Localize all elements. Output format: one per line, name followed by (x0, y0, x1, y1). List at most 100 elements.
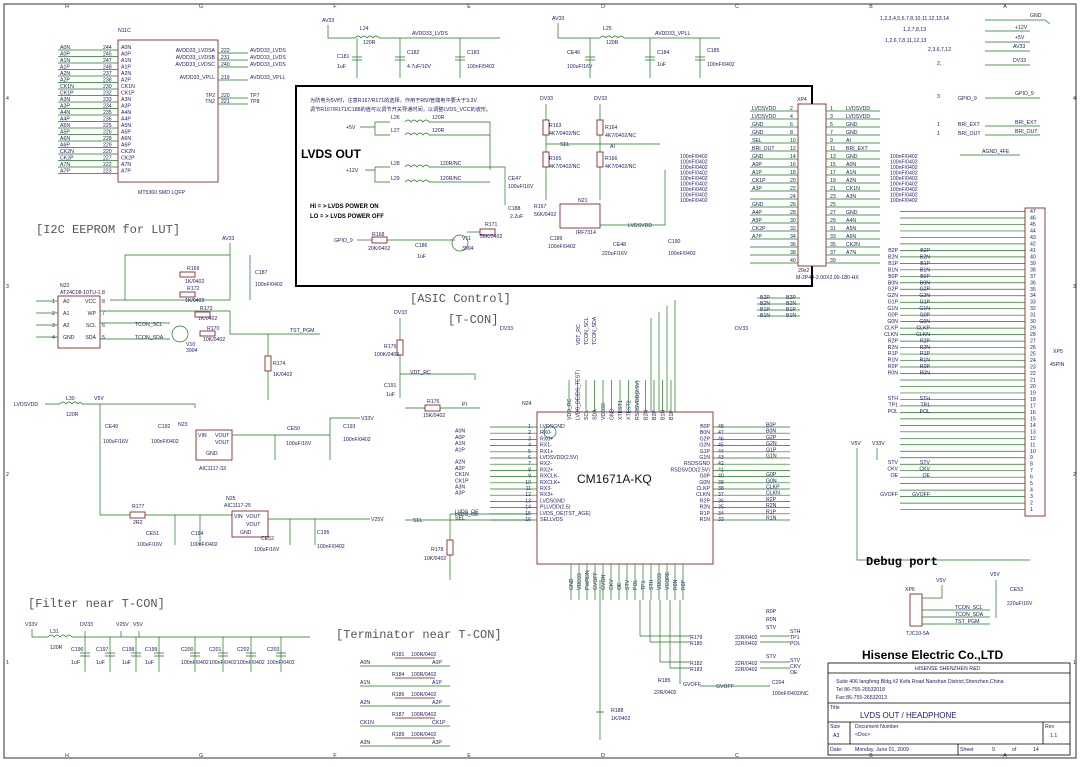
c182-val: 4.7uF/10V (407, 64, 431, 70)
n24-pin-left: RX1- (540, 443, 552, 449)
n24-pin-bottom: OE (617, 582, 623, 590)
xp5-net-left: POL (888, 409, 898, 415)
border-letter-top: H (65, 4, 69, 10)
xp5-net-mid: G1N (919, 306, 930, 312)
n23-vin: VIN (198, 433, 207, 439)
n25-gnd: GND (240, 530, 252, 536)
n22-body (57, 295, 101, 349)
n11c-pin-number: 234 (103, 104, 112, 110)
n11c-pin-a4n: A4N (121, 110, 131, 116)
xp4-net-left: A4P (752, 210, 762, 216)
xp4-net-left: A0P (752, 162, 762, 168)
xp5-net-left: B2N (888, 254, 898, 260)
l30-ref: L30 (66, 396, 75, 402)
lvds-power-on: HI = > LVDS POWER ON (310, 204, 379, 210)
xp4-pin-number-right: 29 (830, 218, 836, 224)
n24-pin-left: LVDSGND (540, 498, 565, 504)
r180-ref: R180 (690, 641, 703, 647)
xp5-pin-number: 34 (1030, 293, 1036, 299)
xp5-pin-number: 43 (1030, 235, 1036, 241)
filter-cap-value: 100nF/0402 (181, 660, 209, 666)
tcon-scl-net: TCON_SCL (135, 322, 163, 328)
avdd-vpll-net: AVDD33_VPLL (655, 31, 690, 37)
sheet-value: 9 (992, 747, 995, 753)
vdd33-tcon: DV33 (394, 310, 407, 316)
xp4-pin-number-left: 40 (790, 258, 796, 264)
n24-pin-left: RX0+ (540, 436, 553, 442)
n24-net-left: A3N (455, 485, 465, 491)
n11c-net-ck1n: CK1N (60, 84, 74, 90)
debug-port-title: Debug port (866, 555, 938, 569)
n24-pin-left: LVDSGND (540, 424, 565, 430)
border-letter-bottom: G (199, 753, 203, 759)
terminator-value: 100R/0402 (411, 652, 436, 658)
n24-tcon-net: TCON_SCL (584, 317, 590, 345)
n11c-pin-a7n: A7N (121, 162, 131, 168)
vdt-rc-net: VDT_RC (410, 370, 431, 376)
border-letter-top: A (1003, 4, 1007, 10)
n11c-part: MT5360 SMD LQFP (138, 190, 186, 196)
lvds-inductors: +5V L26 L27 120R 120R +12V L28 L29 120R/… (346, 115, 534, 205)
xp4-net-right: GND (846, 130, 858, 136)
xp5-net-mid: B0P (920, 274, 930, 280)
xp5-pin-number: 26 (1030, 345, 1036, 351)
xp4-pin-number-right: 9 (830, 138, 833, 144)
xp4-pin-number-left: 30 (790, 218, 796, 224)
xp5-pin-number: 15 (1030, 416, 1036, 422)
connector-xp5: XP5 45PIN 474645444342414039383736353433… (650, 207, 1065, 561)
filter-cap-plate (105, 652, 115, 657)
r178-val: 10K/0402 (424, 556, 446, 562)
xp5-pin-number: 14 (1030, 423, 1036, 429)
xp5-pin-number: 4 (1030, 488, 1033, 494)
xp5-net-mid: R1P (920, 351, 931, 357)
xp5-pin-number: 33 (1030, 300, 1036, 306)
note-line1: 为防电为5V时，注意R167/R171的选择，作用于R50管端电平要大于3.3V… (310, 96, 478, 104)
border-number-right: 4 (1073, 96, 1076, 102)
r167-val: 56K/0402 (534, 212, 556, 218)
xp4-net-right: LVDSVDD (846, 106, 870, 112)
n11c-power-num: 222 (221, 48, 230, 54)
bri-out-right: BRI_OUT (1015, 129, 1038, 135)
n11c-pin-number: 223 (103, 169, 112, 175)
xp4-cap-right: 100nF/0402 (890, 198, 918, 204)
c181-val: 1uF (337, 64, 346, 70)
filter-cap-ref: C201 (209, 647, 222, 653)
n11c-pin-number: 229 (103, 143, 112, 149)
n24-pin-top: VDD33 (601, 403, 607, 420)
n11c-pin-a0n: A0N (121, 45, 131, 51)
xp5-pin-number: 23 (1030, 365, 1036, 371)
xp4-net-left: CK1P (752, 178, 766, 184)
stv-out3: STV (790, 658, 801, 664)
n11c-pin-number: 225 (103, 123, 112, 129)
xp4-net-right: LVDSVDD (846, 114, 870, 120)
n24-net-right: G0P (766, 472, 777, 478)
division: HISENSE SHENZHEN R&D (915, 666, 980, 672)
xp4-pin-number-left: 8 (790, 130, 793, 136)
r171-ref: R171 (485, 222, 498, 228)
filter-cap-ref: C200 (181, 647, 194, 653)
date-value: Monday, June 01, 2009 (855, 747, 909, 753)
xp4-pin-number-left: 36 (790, 242, 796, 248)
xp5-net-mid: B2P (920, 248, 930, 254)
xp4-cap-left: 100nF/0402 (680, 182, 708, 188)
l29-val: 120R/NC (440, 176, 462, 182)
n11c-pin-number: 247 (103, 58, 112, 64)
n24-pin-right: R2P (700, 498, 711, 504)
r174-val: 1K/0402 (273, 372, 292, 378)
rev-value: 1.1 (1050, 733, 1057, 739)
n11c-power-pin: TP2 (205, 93, 215, 99)
c194-val: 100nF/0402 (190, 542, 218, 548)
xp4-pin-number-left: 18 (790, 170, 796, 176)
l25-val: 120R (606, 40, 619, 46)
c193-val: 100nF/0402 (343, 437, 371, 443)
xp5-net-left: STV (888, 460, 899, 466)
n22-pin-number-left: 4 (52, 335, 55, 341)
xp5-pin-number: 16 (1030, 410, 1036, 416)
xp5-net-mid: TP1 (920, 403, 930, 409)
xp4-net-right: AI (846, 138, 851, 144)
xp5-net-mid: R0P (920, 364, 931, 370)
terminator-net-p: A0P (432, 660, 442, 666)
r183-val: 22R/0402 (735, 667, 758, 673)
